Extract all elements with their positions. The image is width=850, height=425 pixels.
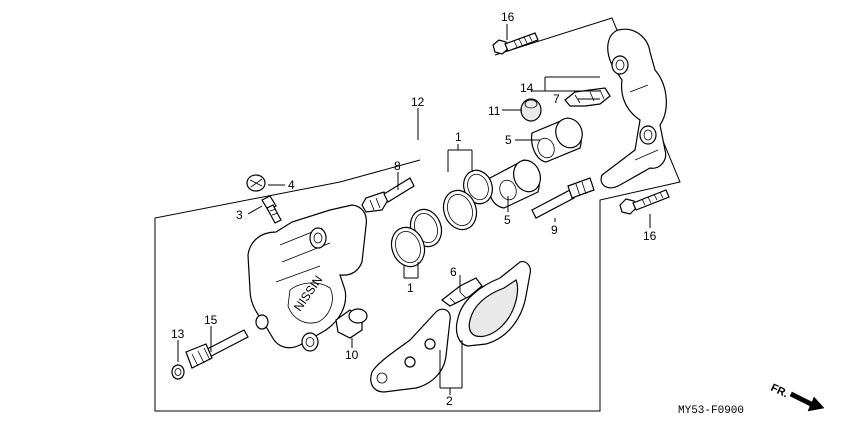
caliper-bracket (600, 28, 667, 189)
callout-7: 7 (553, 92, 560, 106)
bleeder-screw-3 (261, 195, 282, 224)
leader-lines (177, 24, 651, 395)
boot-11 (520, 98, 542, 122)
callout-4: 4 (288, 178, 295, 192)
bolt-16-bottom (619, 189, 670, 215)
callout-5-upper: 5 (505, 133, 512, 147)
callout-12: 12 (411, 95, 425, 109)
piston-seal-1-upper (442, 169, 493, 231)
callout-1-upper: 1 (455, 130, 462, 144)
bolt-16-top (492, 32, 539, 55)
front-direction-indicator: FR. (769, 382, 825, 412)
callout-14: 14 (520, 81, 534, 95)
direction-label: FR. (769, 382, 790, 400)
boot-10 (335, 308, 368, 339)
callout-13: 13 (171, 327, 185, 341)
callout-16-bottom: 16 (643, 229, 657, 243)
callout-labels: 16 14 7 11 12 5 1 8 4 3 5 9 16 6 1 15 13… (171, 10, 657, 408)
piston-5-lower (488, 159, 541, 209)
callout-15: 15 (204, 313, 218, 327)
callout-3: 3 (236, 208, 243, 222)
callout-9: 9 (551, 223, 558, 237)
callout-1-lower: 1 (407, 281, 414, 295)
caliper-body: NISSIN (247, 204, 367, 352)
callout-6: 6 (450, 265, 457, 279)
diagram-code: MY53-F0900 (678, 405, 744, 417)
pin-9 (531, 177, 595, 219)
brake-pad-2-front (455, 261, 531, 347)
callout-8: 8 (394, 159, 401, 173)
pin-bolt-8 (361, 177, 415, 213)
front-arrow-icon (789, 391, 825, 412)
callout-10: 10 (345, 348, 359, 362)
piston-5-upper (531, 117, 583, 163)
piston-seal-1-lower (390, 208, 443, 268)
callout-2: 2 (446, 394, 453, 408)
pin-15 (185, 329, 249, 369)
plug-13 (171, 364, 185, 380)
brake-pad-2-rear (370, 308, 451, 393)
callout-5-lower: 5 (504, 213, 511, 227)
bleeder-cap-4 (246, 174, 266, 192)
pad-spring-7 (564, 87, 611, 107)
callout-11: 11 (488, 104, 501, 118)
callout-16-top: 16 (501, 10, 515, 24)
